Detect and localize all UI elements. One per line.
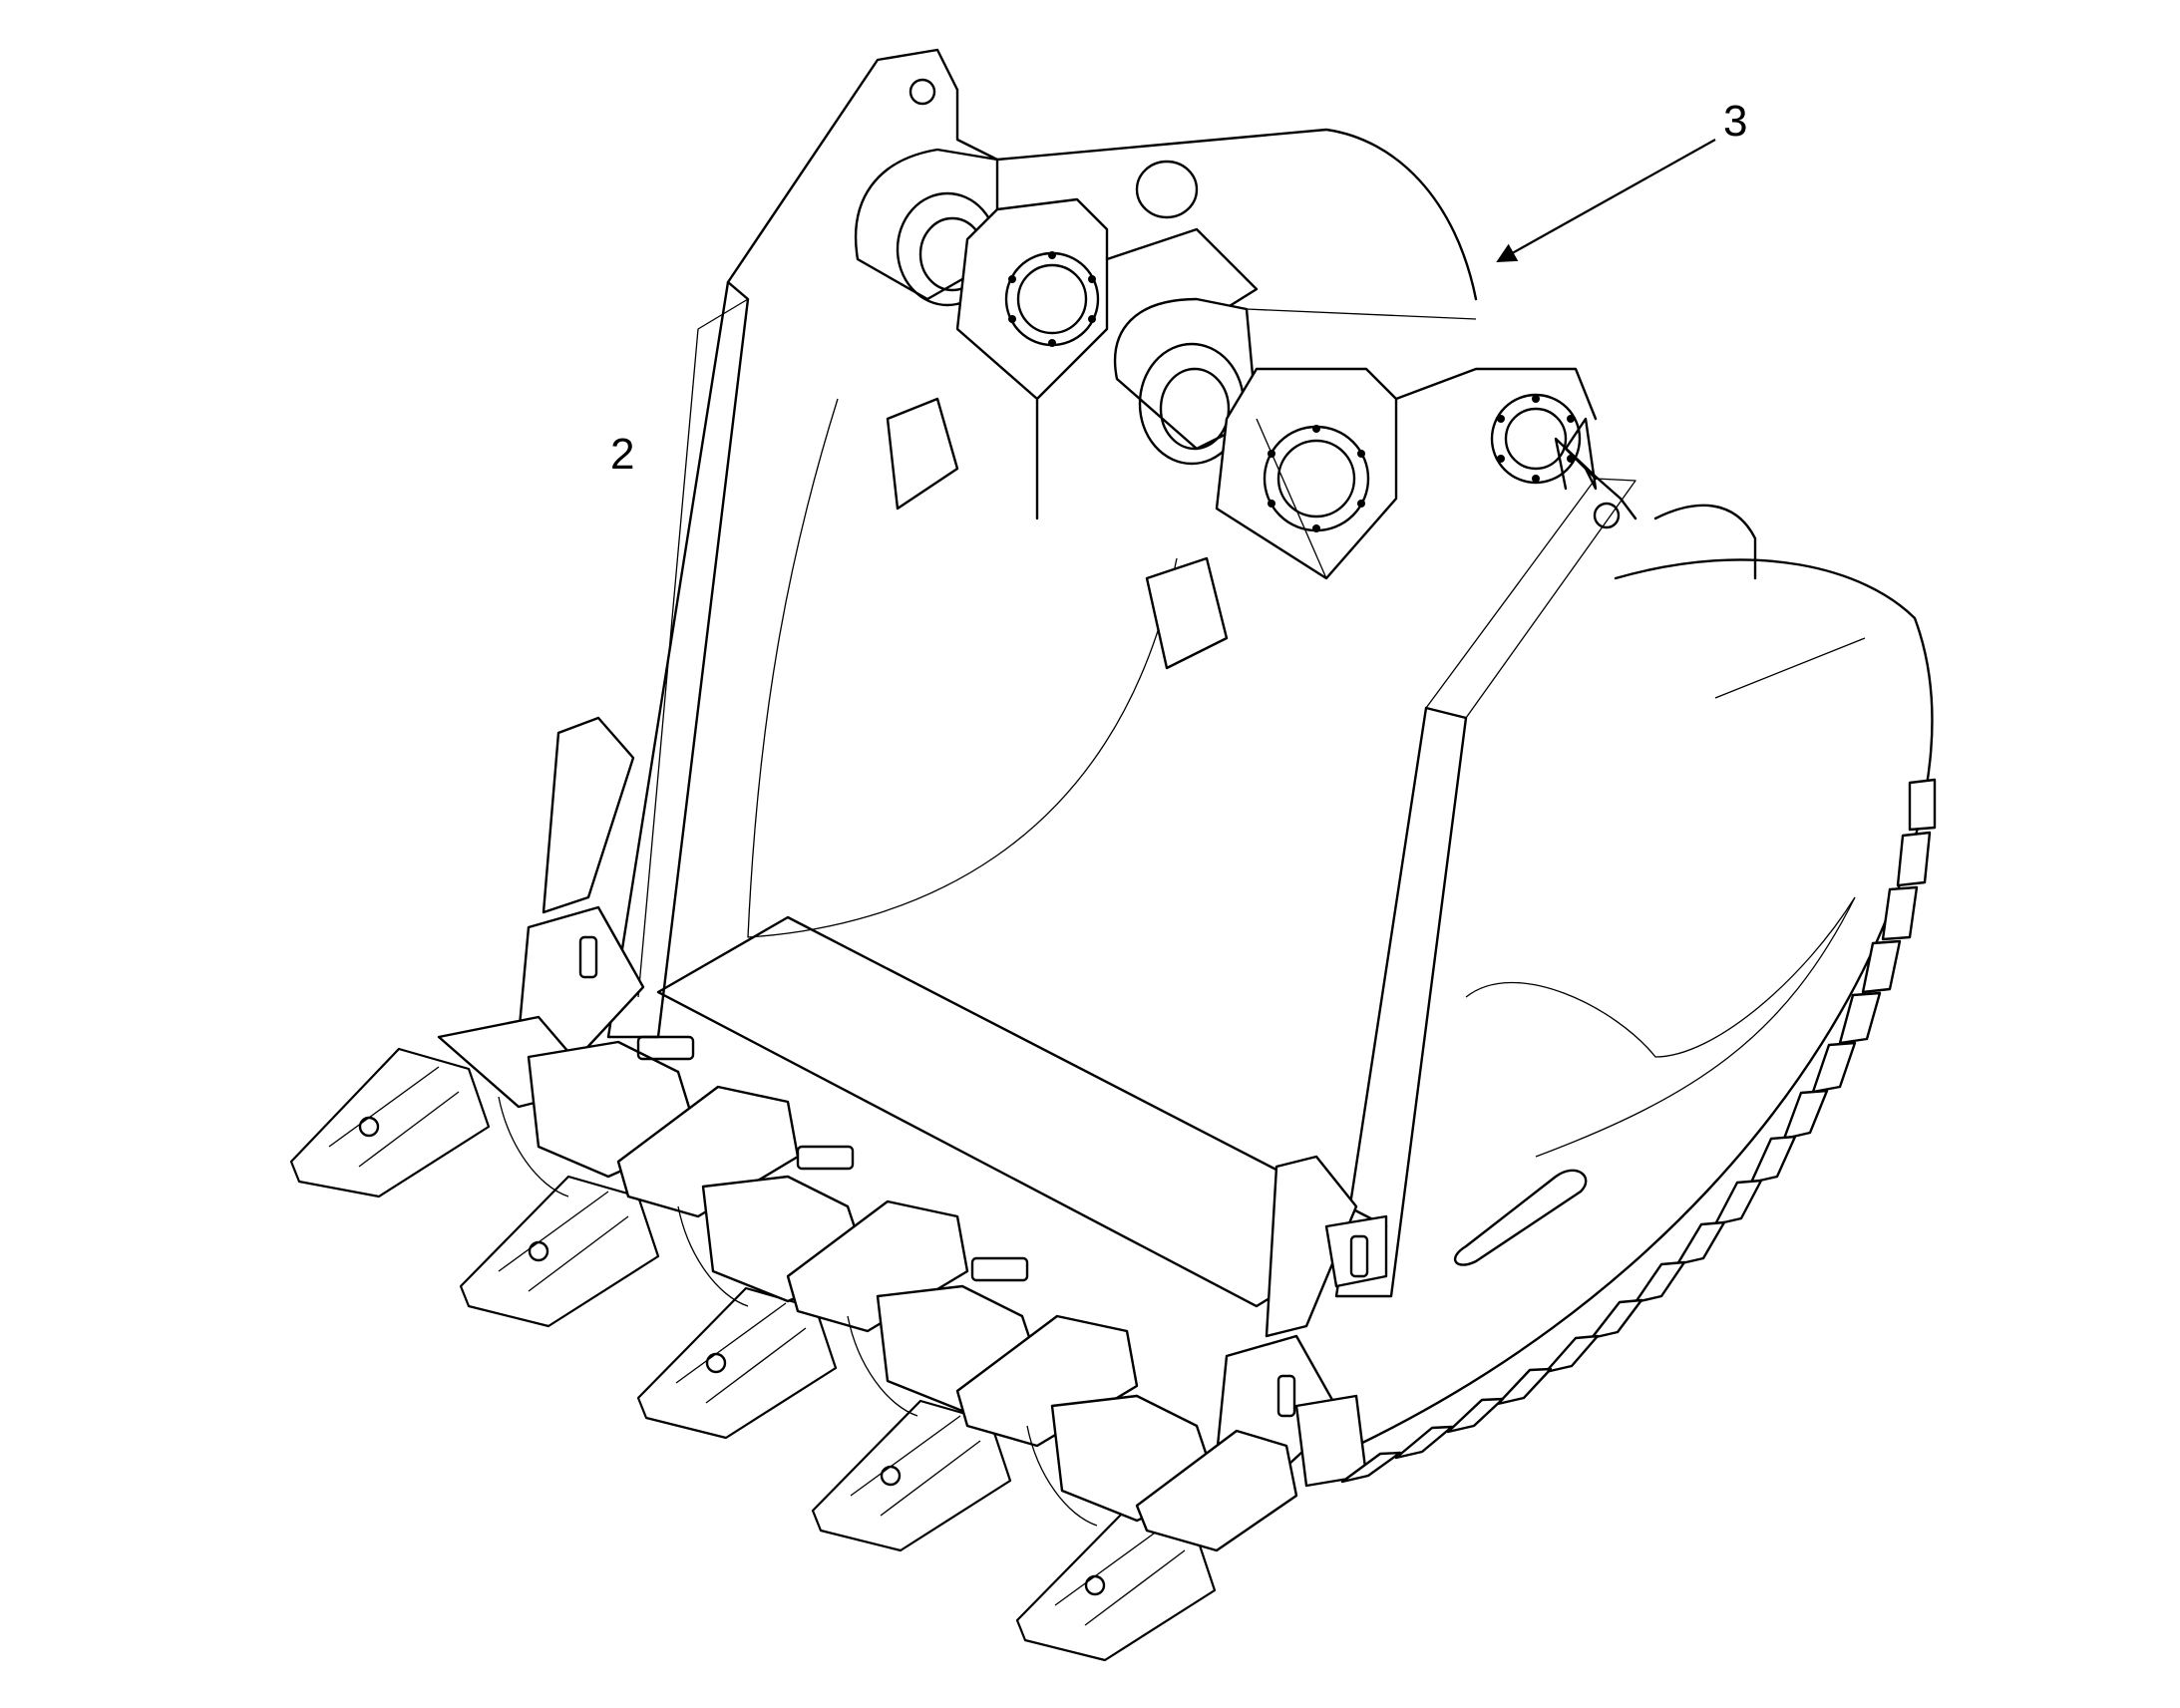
- bucket-shell: [606, 48, 1934, 1448]
- tooth-4: [811, 1399, 1012, 1552]
- callout-2: 2: [610, 430, 634, 479]
- teeth-row: [289, 1047, 1217, 1662]
- heel-wear-bars: [1340, 778, 1937, 1484]
- lip-shrouds: [498, 1035, 1298, 1552]
- callout-3: 3: [1496, 97, 1747, 262]
- tooth-1: [289, 1047, 491, 1198]
- tooth-3: [636, 1286, 838, 1440]
- callout-3-leader-arrow: [1496, 139, 1716, 262]
- tooth-2: [459, 1175, 660, 1328]
- callout-label-2: 2: [610, 430, 634, 479]
- callout-label-3: 3: [1723, 97, 1747, 146]
- linkage-lugs: [854, 128, 1598, 670]
